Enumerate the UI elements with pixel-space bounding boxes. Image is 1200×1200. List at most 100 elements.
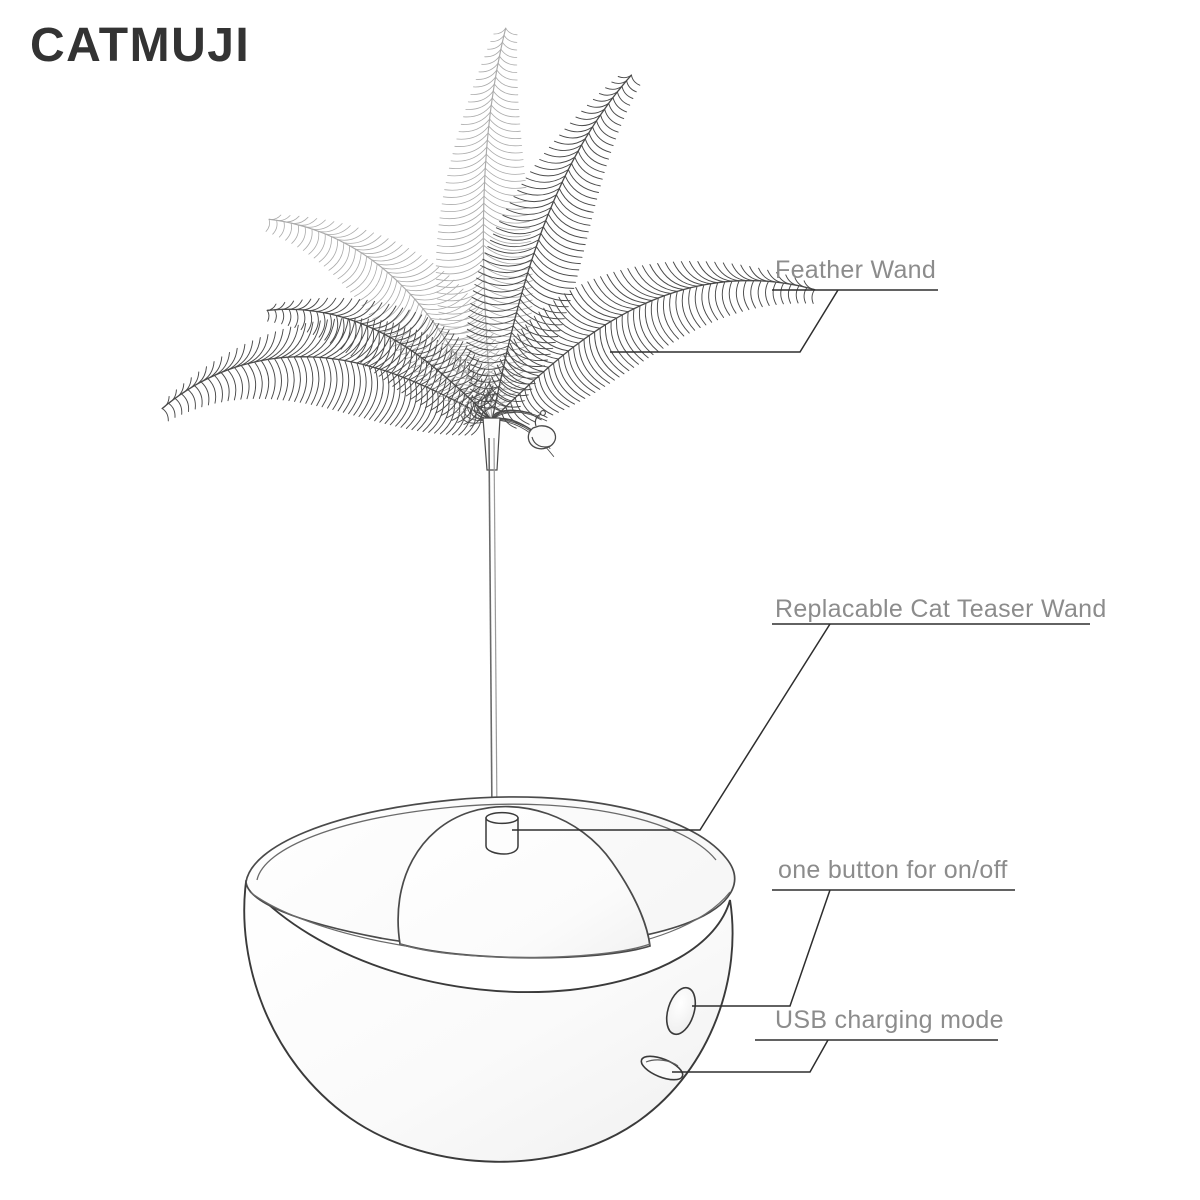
- feather-barb: [463, 104, 492, 118]
- callout-leader-lines: [512, 289, 1090, 1073]
- feather-barb: [487, 41, 503, 50]
- feather-barb: [287, 356, 295, 402]
- feather-barb: [345, 320, 357, 354]
- feather-barb: [478, 62, 499, 73]
- feather-barb: [486, 342, 529, 351]
- feather-barb: [425, 377, 447, 409]
- feather-barb: [493, 370, 521, 394]
- feather-barb: [669, 293, 685, 337]
- feather-barb: [811, 289, 816, 304]
- feather-barb: [605, 324, 630, 372]
- feather-barb: [563, 293, 606, 326]
- callout-label-usb-charging-mode: USB charging mode: [775, 1006, 1004, 1034]
- feather-barb: [466, 335, 511, 345]
- feather-barb: [480, 265, 531, 274]
- feather-barb: [567, 169, 599, 193]
- feather-barb: [499, 55, 518, 66]
- feather-barb: [497, 62, 518, 73]
- feather-barb: [484, 48, 502, 58]
- feather-barb: [657, 263, 691, 289]
- feather-barb: [440, 349, 472, 374]
- feather-barb: [354, 263, 378, 297]
- feather-barb: [765, 280, 770, 306]
- feather-barb: [482, 397, 498, 412]
- feather-barb: [626, 80, 637, 93]
- feather-barb: [697, 261, 726, 283]
- feather-barb: [524, 388, 548, 418]
- feather-barb: [553, 300, 596, 333]
- feather-barb: [316, 356, 326, 407]
- feather-barb: [466, 341, 509, 351]
- feather-barb: [418, 288, 464, 306]
- feather-barb: [467, 361, 503, 377]
- power-button[interactable]: [662, 984, 701, 1038]
- feather-barb: [369, 333, 386, 370]
- feather-barb: [341, 252, 362, 284]
- feather-barb: [304, 219, 326, 228]
- feather-barb: [436, 279, 485, 295]
- feather-barb: [260, 360, 270, 400]
- feather-barb: [441, 188, 485, 205]
- feather-barb: [600, 276, 641, 307]
- feather-barb: [400, 381, 417, 428]
- feather-barb: [389, 314, 423, 338]
- feather-barb: [343, 232, 374, 244]
- feather-barb: [500, 379, 533, 391]
- feather-barb: [795, 285, 800, 304]
- feather-barb: [514, 318, 559, 338]
- brand-logo: CATMUJI: [30, 19, 251, 72]
- feather-barb: [451, 392, 478, 410]
- feather-barb: [405, 275, 450, 292]
- feather-barb: [627, 311, 649, 359]
- feather-barb: [324, 313, 332, 341]
- feather-barb: [502, 41, 518, 51]
- feather-barb: [548, 303, 590, 336]
- feather-barb: [421, 333, 455, 359]
- feather-barb: [174, 397, 183, 415]
- feather-barb: [450, 358, 479, 383]
- feather-barb: [533, 252, 578, 277]
- feather-barb: [512, 325, 556, 344]
- feather-barb: [586, 102, 610, 108]
- feather-barb: [509, 338, 551, 356]
- feather-barb: [227, 369, 237, 401]
- feather-barb: [426, 337, 459, 363]
- feather-barb: [553, 362, 581, 402]
- feather-barb: [662, 295, 679, 340]
- feather-barb: [376, 251, 416, 266]
- feather-barb: [714, 282, 725, 318]
- feather-barb: [749, 266, 769, 282]
- feather-barb: [441, 317, 486, 335]
- feather-barb: [493, 27, 507, 35]
- feather-barb: [610, 320, 635, 368]
- feather-barb: [467, 322, 514, 332]
- feather-barb: [187, 371, 200, 391]
- feather-barb: [521, 181, 563, 190]
- feather-barb: [295, 298, 312, 310]
- feather-barb: [448, 328, 491, 346]
- feather-barb: [558, 188, 594, 213]
- feather-barb: [281, 300, 295, 310]
- feather-wisp: [484, 387, 497, 421]
- feather-barb: [469, 410, 484, 427]
- feather-barb: [460, 111, 491, 125]
- feather-barb: [426, 349, 453, 388]
- feather-barb: [406, 333, 443, 365]
- feather-barb: [620, 269, 659, 299]
- feather-barb: [338, 318, 369, 360]
- feather-barb: [266, 309, 270, 322]
- feather-barb: [429, 364, 463, 390]
- feather-barb: [468, 315, 516, 325]
- feather-barb: [413, 343, 449, 373]
- feather-barb: [353, 363, 367, 416]
- feather-barb: [401, 357, 423, 394]
- feather-barb: [467, 368, 503, 377]
- feather-barb: [240, 337, 261, 366]
- wand-socket: [485, 811, 519, 855]
- feather-barb: [509, 343, 545, 373]
- feather-barb: [387, 346, 407, 384]
- feather-barb: [561, 181, 596, 207]
- feather-barb: [543, 371, 570, 408]
- feather-barb: [437, 286, 485, 302]
